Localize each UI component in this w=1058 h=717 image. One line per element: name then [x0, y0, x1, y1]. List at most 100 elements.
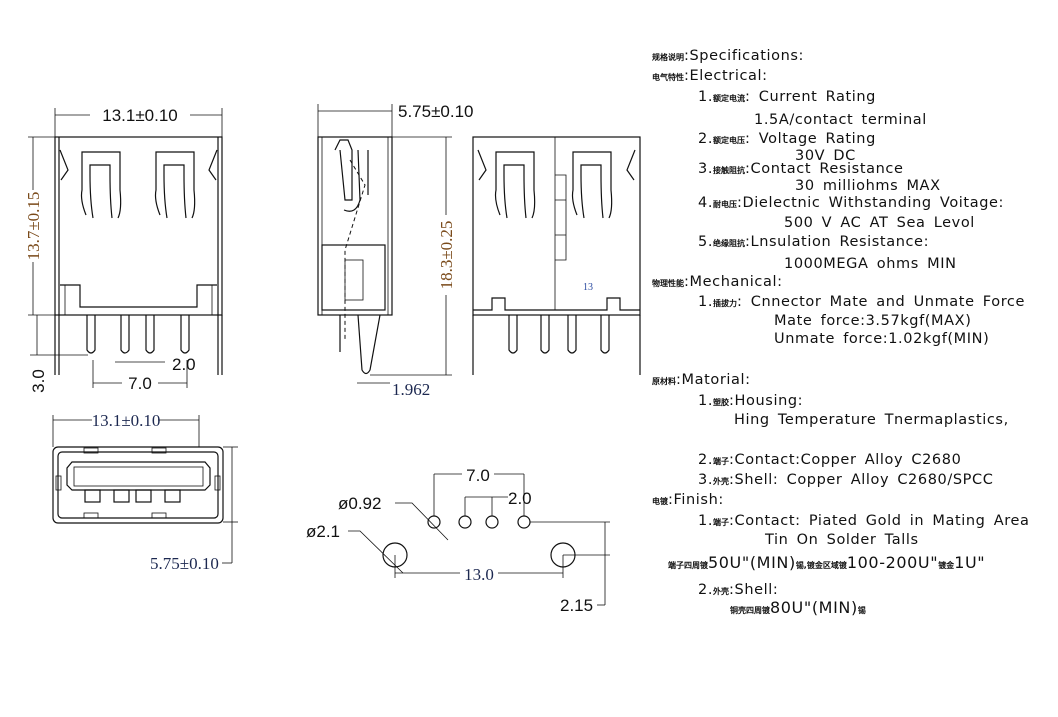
cn-label: 铜壳四周镀 — [730, 606, 770, 615]
en-label: :Shell: — [729, 582, 779, 598]
spec-current: 1.额定电流: Current Rating — [698, 89, 876, 107]
cn-label: 物理性能 — [652, 279, 684, 288]
value: 100-200U" — [846, 553, 939, 572]
en-label: :Electrical: — [684, 68, 768, 84]
spec-mechanical: 物理性能:Mechanical: — [652, 274, 783, 292]
spec-finish: 电镀:Finish: — [652, 492, 724, 510]
cn-label: 额定电流 — [713, 94, 746, 103]
cn-label: 锡 — [857, 606, 866, 615]
num: 2. — [698, 131, 714, 147]
spec-electrical: 电气特性:Electrical: — [652, 68, 768, 86]
value: 80U"(MIN) — [770, 598, 858, 617]
fp-small-hole-dim: ø0.92 — [338, 494, 381, 513]
num: 2. — [698, 582, 714, 598]
side-depth-dim: 5.75±0.10 — [398, 102, 474, 121]
cn-label: 插拔力 — [713, 299, 738, 308]
spec-insulation: 5.绝缘阻抗:Lnsulation Resistance: — [698, 234, 929, 252]
num: 1. — [698, 89, 714, 105]
cn-label: 接触阻抗 — [713, 166, 746, 175]
cn-label: 额定电压 — [713, 136, 746, 145]
value: 1U" — [954, 553, 986, 572]
spec-contact-resistance-value: 30 milliohms MAX — [795, 178, 941, 194]
spec-contact-finish-value: Tin On Solder Talls — [765, 532, 919, 548]
num: 4. — [698, 195, 714, 211]
side-offset-dim: 1.962 — [392, 380, 430, 399]
side-height-dim: 18.3±0.25 — [437, 221, 456, 290]
spec-contact-material: 2.端子:Contact:Copper Alloy C2680 — [698, 452, 961, 470]
cn-label: 端子 — [713, 518, 730, 527]
spec-shell-finish: 2.外壳:Shell: — [698, 582, 778, 600]
num: 1. — [698, 513, 714, 529]
cn-label: 原材料 — [652, 377, 676, 386]
en-label: :Mechanical: — [684, 274, 783, 290]
cn-label: 电气特性 — [652, 73, 684, 82]
en-label: : Cnnector Mate and Unmate Force — [737, 294, 1026, 310]
cn-label: 塑胶 — [713, 398, 730, 407]
spec-title-cn: 规格说明 — [652, 53, 684, 62]
spec-dielectric: 4.耐电压:Dielectnic Withstanding Voitage: — [698, 195, 1004, 213]
spec-mate-force: Mate force:3.57kgf(MAX) — [774, 313, 972, 329]
pin-pitch-dim: 2.0 — [172, 355, 196, 374]
spec-insulation-value: 1000MEGA ohms MIN — [784, 256, 957, 272]
pin-length-dim: 3.0 — [29, 369, 48, 393]
spec-housing: 1.塑胶:Housing: — [698, 393, 803, 411]
front-view: 13.1±0.10 13.7±0.15 3.0 2.0 7.0 — [24, 104, 223, 393]
cn-label: 外壳 — [713, 477, 730, 486]
cn-label: 锡,镀金区域镀 — [795, 561, 847, 570]
cn-label: 绝缘阻抗 — [713, 239, 746, 248]
fp-offset-dim: 2.15 — [560, 596, 593, 615]
pcb-footprint: 7.0 2.0 ø0.92 ø2.1 13.0 2.15 — [306, 464, 610, 615]
en-label: : Current Rating — [745, 89, 876, 105]
fp-pitch-dim: 2.0 — [508, 489, 532, 508]
en-label: :Housing: — [729, 393, 804, 409]
en-label: :Finish: — [668, 492, 724, 508]
pin-span-dim: 7.0 — [128, 374, 152, 393]
spec-dielectric-value: 500 V AC AT Sea Levol — [784, 215, 975, 231]
spec-contact-resistance: 3.接触阻抗:Contact Resistance — [698, 161, 904, 179]
spec-voltage: 2.额定电压: Voltage Rating — [698, 131, 876, 149]
num: 1. — [698, 393, 714, 409]
rear-view: 13 — [472, 136, 641, 375]
en-label: :Contact:Copper Alloy C2680 — [729, 452, 962, 468]
num: 5. — [698, 234, 714, 250]
en-label: :Dielectnic Withstanding Voitage: — [737, 195, 1005, 211]
en-label: :Contact: Piated Gold in Mating Area — [729, 513, 1030, 529]
rear-label: 13 — [583, 282, 593, 293]
num: 3. — [698, 161, 714, 177]
en-label: : Voltage Rating — [745, 131, 876, 147]
fp-span-dim: 7.0 — [466, 466, 490, 485]
fp-large-hole-dim: ø2.1 — [306, 522, 340, 541]
front-height-dim: 13.7±0.15 — [24, 192, 43, 261]
cn-label: 外壳 — [713, 587, 730, 596]
spec-title: 规格说明:Specifications: — [652, 48, 804, 66]
num: 1. — [698, 294, 714, 310]
cn-label: 镀金 — [938, 561, 955, 570]
cn-label: 电镀 — [652, 497, 668, 506]
spec-current-value: 1.5A/contact terminal — [754, 112, 927, 128]
face-width-dim: 13.1±0.10 — [92, 411, 161, 430]
cn-label: 耐电压 — [713, 200, 738, 209]
face-view: 13.1±0.10 5.75±0.10 — [52, 410, 238, 573]
num: 2. — [698, 452, 714, 468]
cn-label: 端子 — [713, 457, 730, 466]
spec-shell-material: 3.外壳:Shell: Copper Alloy C2680/SPCC — [698, 472, 993, 490]
en-label: :Matorial: — [676, 372, 751, 388]
en-label: :Lnsulation Resistance: — [745, 234, 930, 250]
front-width-dim: 13.1±0.10 — [102, 106, 178, 125]
value: 50U"(MIN) — [708, 553, 796, 572]
spec-unmate-force: Unmate force:1.02kgf(MIN) — [774, 331, 990, 347]
spec-contact-finish: 1.端子:Contact: Piated Gold in Mating Area — [698, 513, 1029, 531]
spec-force: 1.插拔力: Cnnector Mate and Unmate Force — [698, 294, 1025, 312]
en-label: :Shell: Copper Alloy C2680/SPCC — [729, 472, 994, 488]
spec-voltage-value: 30V DC — [795, 148, 856, 164]
num: 3. — [698, 472, 714, 488]
face-height-dim: 5.75±0.10 — [150, 554, 219, 573]
side-view: 5.75±0.10 18.3±0.25 1.962 — [317, 102, 474, 399]
spec-shell-finish-value: 铜壳四周镀80U"(MIN)锡 — [730, 600, 866, 619]
spec-housing-value: Hing Temperature Tnermaplastics, — [734, 412, 1009, 428]
spec-plating: 端子四周镀50U"(MIN)锡,镀金区域镀100-200U"镀金1U" — [668, 555, 985, 574]
spec-material: 原材料:Matorial: — [652, 372, 751, 390]
cn-label: 端子四周镀 — [668, 561, 708, 570]
